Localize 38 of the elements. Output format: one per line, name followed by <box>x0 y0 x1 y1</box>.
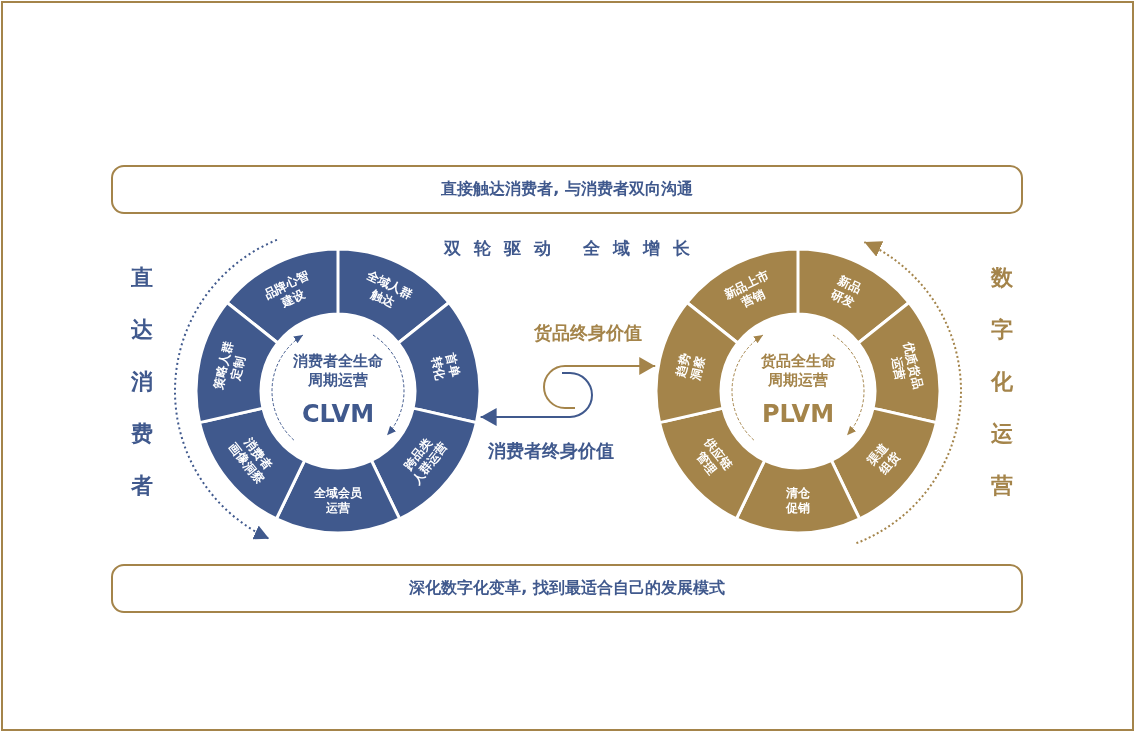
ring-segment <box>659 408 765 519</box>
ring-segment <box>196 302 278 423</box>
segment-label: 全域人群触达 <box>363 268 414 313</box>
ring-segment <box>371 408 477 519</box>
slogan: 双轮驱动 全域增长 <box>442 237 703 259</box>
segment-label: 消费者画像洞察 <box>225 434 277 488</box>
ring-segment <box>226 249 338 343</box>
wheel-title: 消费者全生命周期运营 <box>293 352 383 390</box>
segment-label: 跨品类人群运营 <box>399 434 451 488</box>
segment-label: 优质货品运营 <box>887 339 925 392</box>
banner: 直接触达消费者, 与消费者双向沟通 <box>111 165 1023 214</box>
segment-label: 新品研发 <box>828 273 863 312</box>
segment-label: 趋势洞察 <box>673 351 709 382</box>
ring-segment <box>858 302 940 423</box>
arrow <box>543 357 657 409</box>
segment-label: 首单转化 <box>427 351 463 382</box>
segment-label: 全域会员运营 <box>314 485 362 516</box>
edge-label: 消费者终身价值 <box>486 440 616 462</box>
edge-label: 货品终身价值 <box>532 322 644 344</box>
segment-label: 清仓促销 <box>786 485 810 516</box>
segment-label: 新品上市营销 <box>722 268 773 313</box>
wheel-acronym: CLVM <box>301 400 375 428</box>
vertical-label: 直达消费者 <box>131 264 153 500</box>
segment-label: 品牌心智建设 <box>262 268 313 313</box>
ring-segment <box>656 302 738 423</box>
segment-label: 策略人群定制 <box>211 339 249 392</box>
segment-label: 渠道组货 <box>864 440 903 478</box>
ring-segment <box>736 460 860 533</box>
wheel-title: 货品全生命周期运营 <box>760 352 836 390</box>
wheel-acronym: PLVM <box>762 400 834 428</box>
segment-label: 供应链管理 <box>692 435 736 480</box>
arrow <box>479 372 593 426</box>
vertical-label: 数字化运营 <box>991 264 1013 500</box>
ring-segment <box>398 302 480 423</box>
ring-segment <box>831 408 937 519</box>
ring-segment <box>798 249 910 343</box>
ring-segment <box>276 460 400 533</box>
banner: 深化数字化变革, 找到最适合自己的发展模式 <box>111 564 1023 613</box>
